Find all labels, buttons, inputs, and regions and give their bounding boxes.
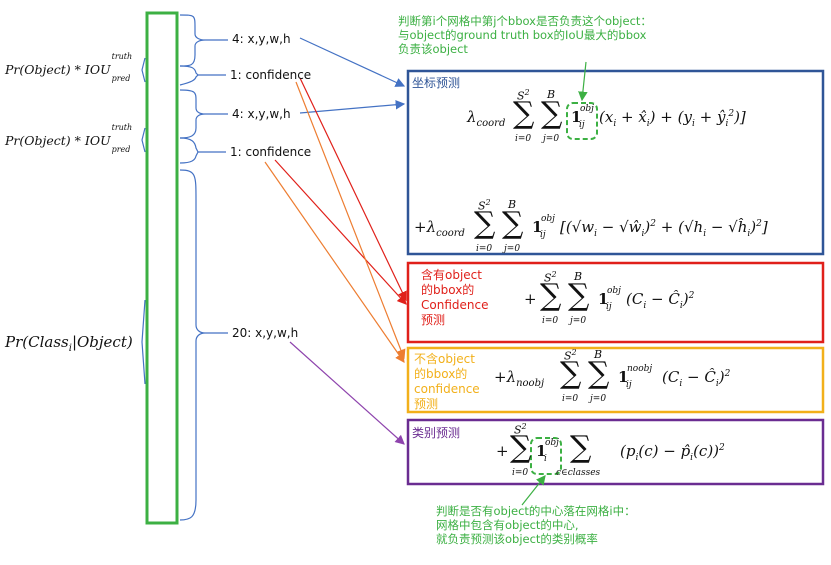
- label-xywh-2: 4: x,y,w,h: [232, 107, 291, 121]
- arrow-conf1-orange: [295, 81, 406, 360]
- top-note: 判断第i个网格中第j个bbox是否负责这个object： 与object的gro…: [398, 14, 652, 56]
- left-ticks: [141, 57, 146, 385]
- bottom-note: 判断是否有object的中心落在网格i中： 网格中包含有object的中心, 就…: [436, 504, 636, 546]
- conf-obj-box: [406, 261, 825, 344]
- label-xywh-1: 4: x,y,w,h: [232, 32, 291, 46]
- coord-box-title: 坐标预测: [412, 76, 461, 90]
- arrow-bottom-note: [521, 475, 546, 506]
- arrow-conf2-red: [274, 159, 407, 305]
- coord-box: [406, 69, 825, 256]
- class-box: [406, 418, 825, 486]
- label-confidence-1: 1: confidence: [230, 68, 312, 82]
- indicator-highlight-coord: [566, 102, 598, 140]
- arrow-xywh-2: [299, 99, 406, 114]
- conf-noobj-box: [406, 346, 825, 414]
- braces: [179, 14, 206, 521]
- arrow-top-note: [578, 61, 588, 102]
- indicator-highlight-class: [530, 437, 562, 475]
- label-connectors: [198, 39, 228, 334]
- label-classes: 20: x,y,w,h: [232, 326, 299, 340]
- class-box-title: 类别预测: [412, 426, 461, 440]
- conf-obj-title: 含有object 的bbox的 Confidence 预测: [421, 268, 489, 327]
- output-vector-bar: [145, 11, 179, 525]
- arrow-conf2-orange: [264, 161, 405, 363]
- arrow-class-purple: [289, 341, 405, 445]
- arrow-conf1-red: [299, 77, 407, 302]
- label-pr-class: Pr(Classi|Object): [5, 333, 133, 354]
- conf-noobj-title: 不含object 的bbox的 confidence 预测: [414, 352, 480, 411]
- arrow-xywh-1: [299, 37, 406, 87]
- label-confidence-2: 1: confidence: [230, 145, 312, 159]
